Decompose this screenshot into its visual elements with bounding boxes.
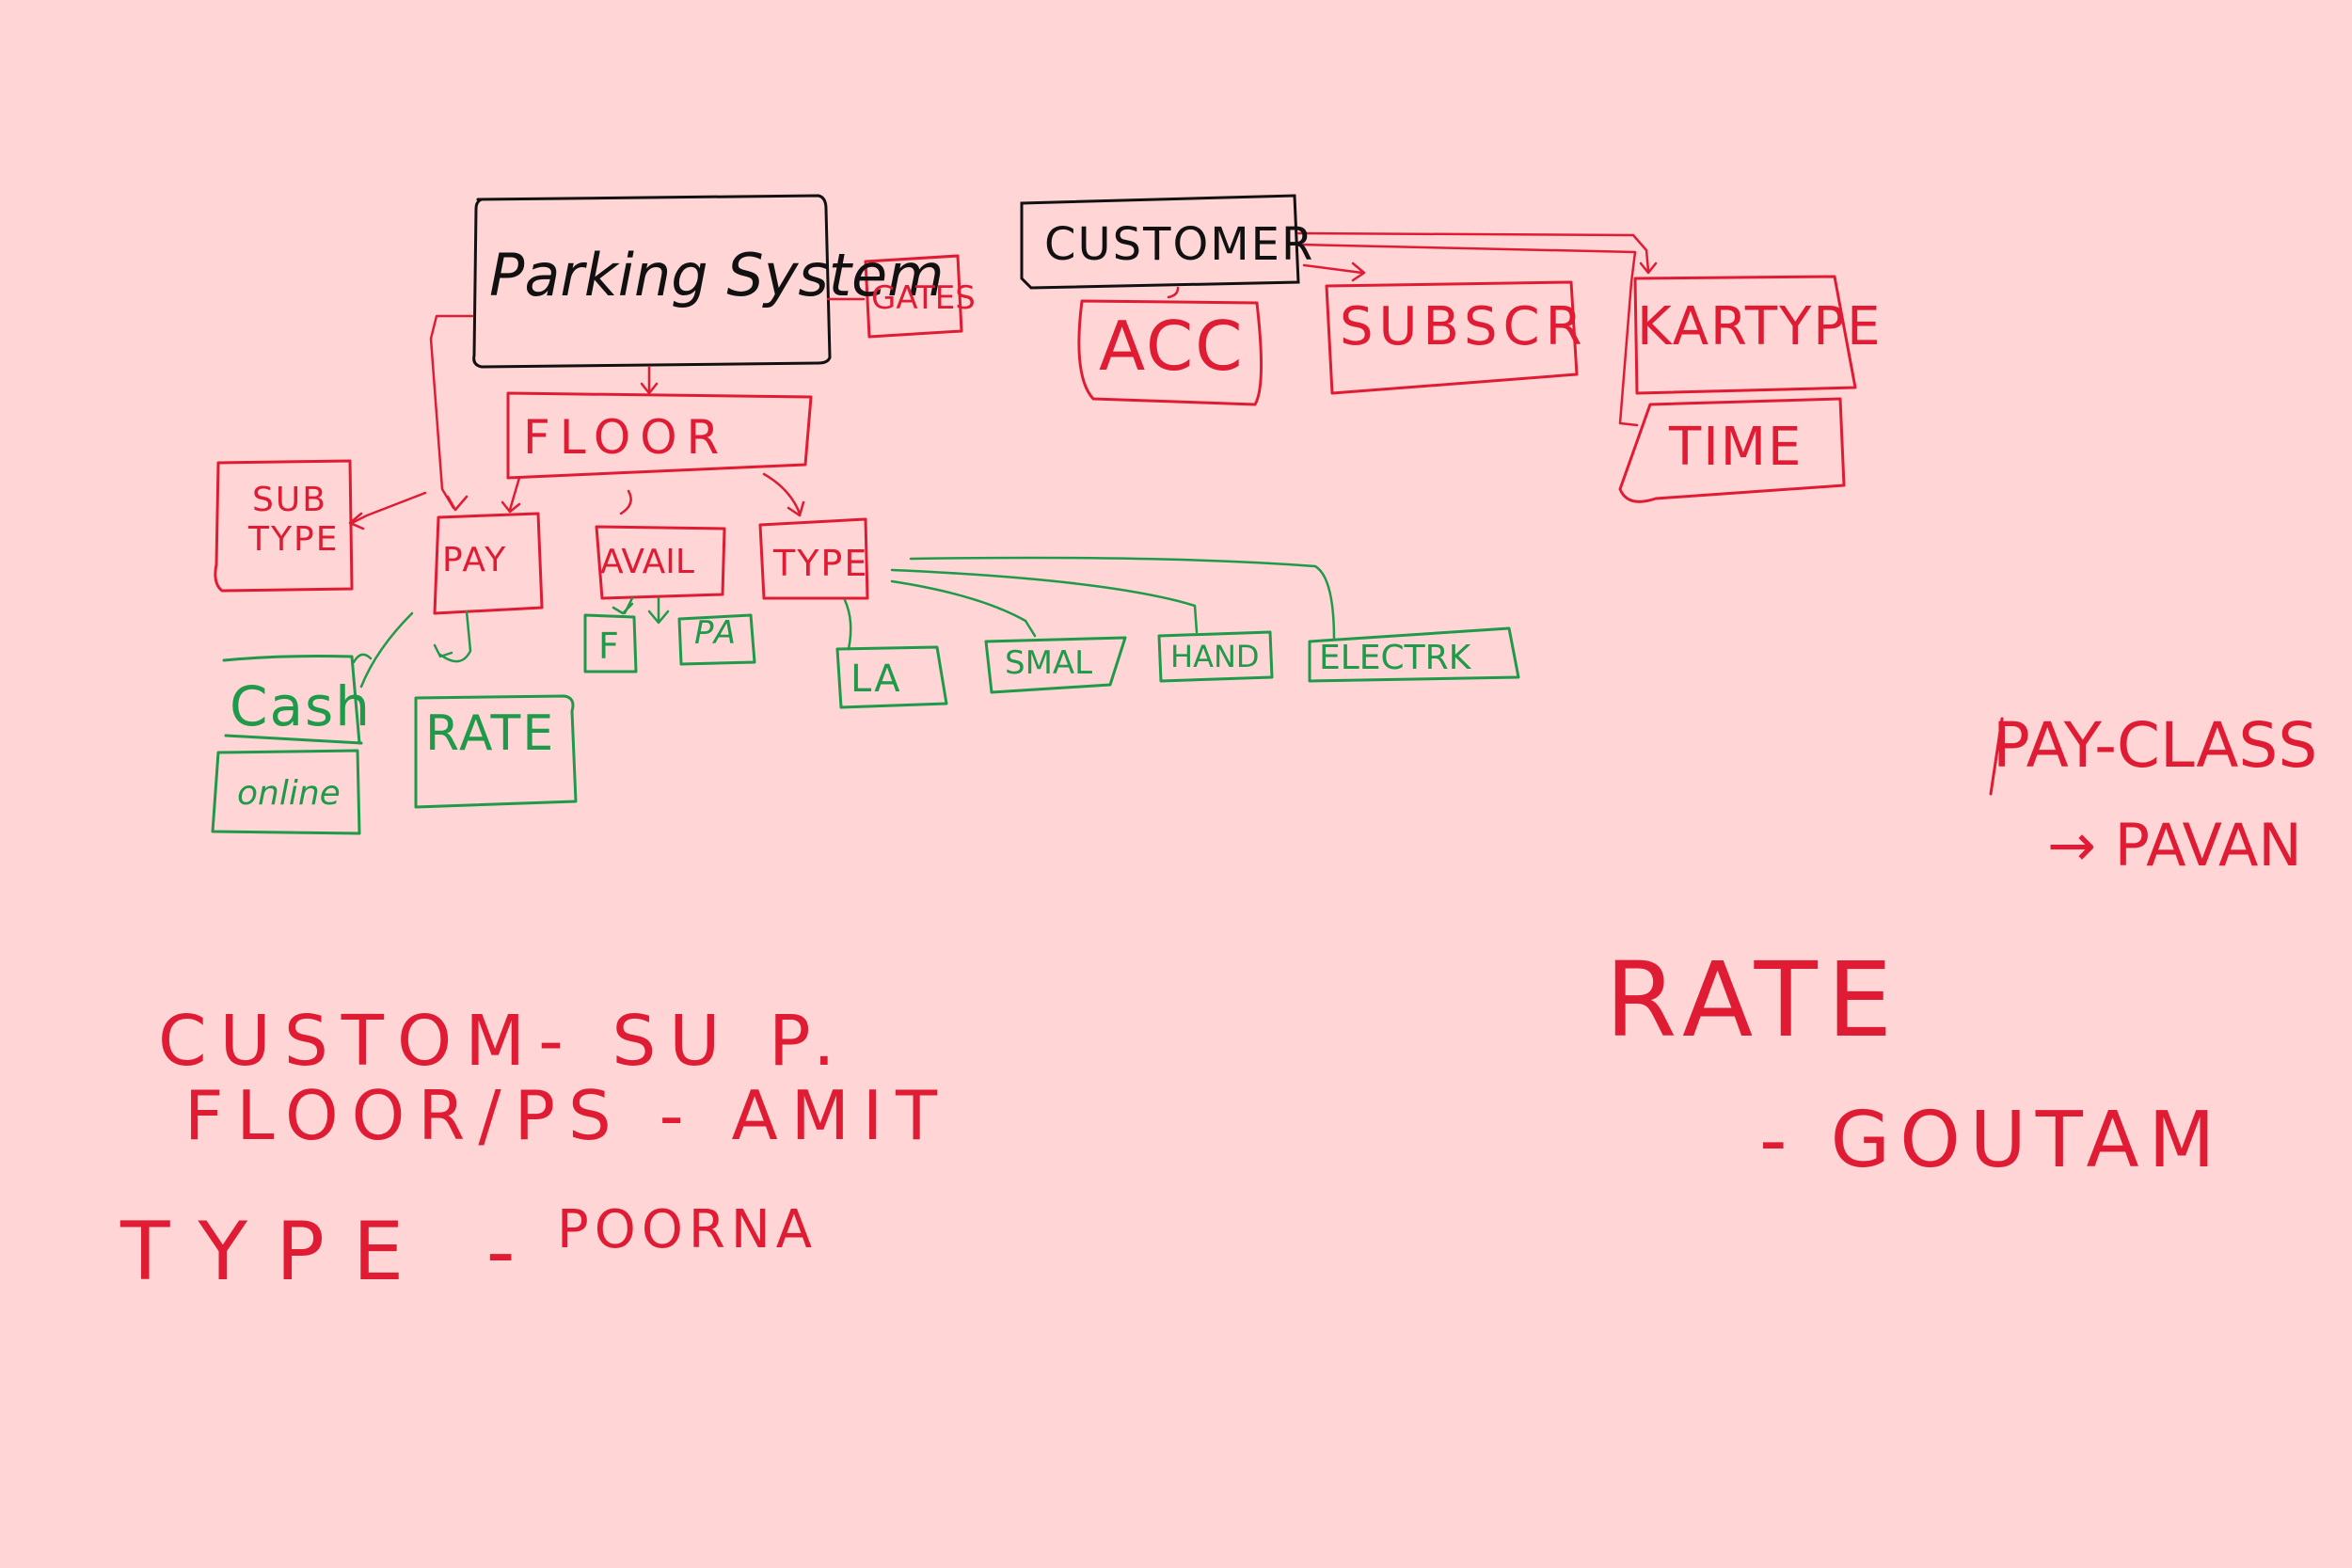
gates-box	[864, 254, 963, 339]
pay-label: PAY	[442, 541, 508, 579]
gates-label: GATES	[871, 279, 976, 317]
parking-system-label: Parking System	[489, 241, 945, 309]
avail-label: AVAIL	[600, 543, 694, 581]
pa-label: PA	[694, 614, 739, 652]
handwriting-strokes	[1989, 717, 2004, 796]
sub-type-label-line2: TYPE	[248, 520, 340, 559]
online-box	[211, 749, 361, 835]
assignment-type: TYPE -	[120, 1205, 544, 1299]
kartype-box	[1633, 275, 1857, 395]
subscr-box	[1325, 280, 1579, 395]
time-label: TIME	[1669, 417, 1804, 478]
parking-system-box	[472, 194, 832, 369]
red-connectors	[348, 231, 1658, 531]
electric-box	[1308, 626, 1520, 683]
rate-box	[414, 694, 578, 809]
pay-box	[433, 512, 544, 615]
sub-type-label-line1: SUB	[252, 481, 327, 519]
type-label: TYPE	[773, 543, 869, 584]
acc-label: ACC	[1099, 307, 1245, 386]
hand-label: HAND	[1170, 639, 1260, 674]
rate-note-owner: - GOUTAM	[1759, 1096, 2225, 1185]
type-box	[758, 517, 869, 600]
customer-label: CUSTOMER	[1044, 218, 1315, 271]
rate-label: RATE	[425, 705, 556, 762]
assignment-floor-amit: FLOOR/PS - AMIT	[184, 1076, 951, 1155]
floor-label: FLOOR	[523, 410, 729, 465]
f-label: F	[598, 626, 621, 667]
smal-label: SMAL	[1005, 644, 1093, 682]
pay-class-owner: → PAVAN	[2047, 811, 2302, 879]
smal-box	[984, 636, 1127, 694]
cash-label: Cash	[230, 674, 373, 738]
pay-class-title: PAY-CLASS	[1993, 709, 2318, 782]
acc-box	[1077, 299, 1263, 406]
cash-box-bottom	[224, 734, 363, 745]
customer-box	[1020, 194, 1300, 290]
pa-box	[677, 613, 756, 666]
time-box	[1618, 397, 1846, 503]
cash-underline	[222, 655, 361, 745]
assignment-poorna: POORNA	[557, 1199, 818, 1260]
sub-type-box	[214, 459, 354, 593]
electric-label: ELECTRK	[1319, 639, 1471, 677]
green-connectors	[352, 556, 1336, 689]
la-label: LA	[850, 657, 902, 701]
online-label: online	[237, 774, 341, 813]
rate-note-title: RATE	[1605, 940, 1902, 1060]
assignment-customer-supp: CUSTOM- SU P.	[158, 1001, 849, 1082]
avail-box	[595, 525, 726, 600]
kartype-label: KARTYPE	[1637, 296, 1883, 357]
hand-box	[1157, 630, 1274, 683]
floor-box	[506, 391, 813, 480]
subscr-label: SUBSCR	[1340, 296, 1588, 357]
f-box	[583, 613, 638, 673]
la-box	[835, 645, 948, 709]
